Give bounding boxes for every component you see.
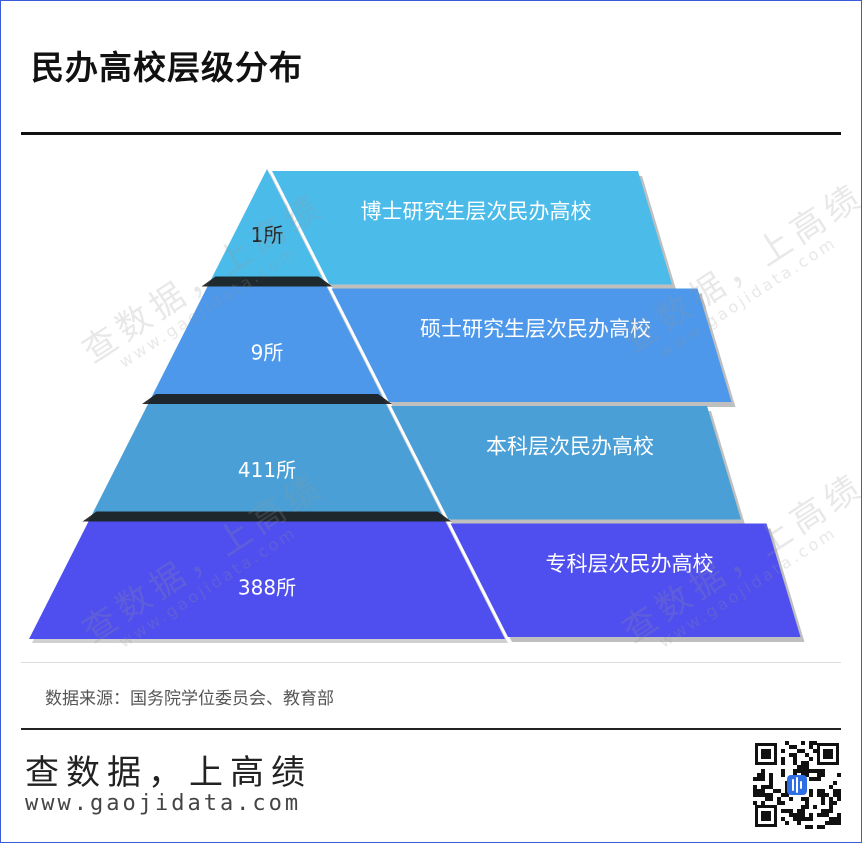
level-value-label: 411所 xyxy=(238,458,296,482)
level-banner xyxy=(331,288,732,402)
title-divider xyxy=(21,132,841,135)
level-name-label: 本科层次民办高校 xyxy=(486,434,654,458)
page-title: 民办高校层级分布 xyxy=(31,48,303,87)
footer-divider xyxy=(21,728,841,730)
level-separator xyxy=(82,511,452,522)
level-banner xyxy=(391,406,742,520)
pyramid-level: 411所 本科层次民办高校 xyxy=(88,394,746,526)
level-segment xyxy=(29,521,505,639)
pyramid-level: 9所 硕士研究生层次民办高校 xyxy=(148,276,736,408)
website-url: www.gaojidata.com xyxy=(25,791,302,816)
level-banner xyxy=(272,171,673,285)
level-value-label: 1所 xyxy=(251,223,284,247)
level-value-label: 388所 xyxy=(238,575,296,599)
level-separator xyxy=(142,394,392,404)
source-divider xyxy=(21,662,841,663)
pyramid-level: 1所 博士研究生层次民办高校 xyxy=(207,169,677,291)
brand-slogan: 查数据，上高绩 xyxy=(25,753,312,793)
qr-code-icon xyxy=(753,741,841,829)
level-segment xyxy=(207,169,327,287)
level-name-label: 博士研究生层次民办高校 xyxy=(361,199,592,223)
level-separator xyxy=(201,276,333,287)
level-banner xyxy=(450,523,801,637)
level-segment xyxy=(88,404,446,522)
pyramid-chart: 1所 博士研究生层次民办高校 9所 硕士研究生层次民办高校 411所 本科层次民办高校 38… xyxy=(29,169,805,643)
level-name-label: 硕士研究生层次民办高校 xyxy=(420,317,651,341)
data-source: 数据来源：国务院学位委员会、教育部 xyxy=(45,689,334,709)
level-name-label: 专科层次民办高校 xyxy=(546,552,714,576)
pyramid-level: 388所 专科层次民办高校 xyxy=(29,511,805,643)
level-value-label: 9所 xyxy=(251,340,284,364)
level-segment xyxy=(148,286,386,404)
